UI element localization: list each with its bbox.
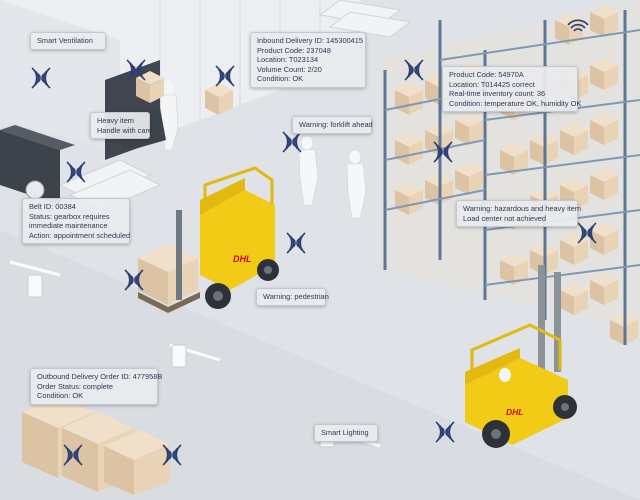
forklift-logo: DHL — [233, 254, 252, 264]
callout-text: Warning: hazardous and heavy item — [463, 204, 582, 213]
callout-text: Real-time inventory count: 36 — [449, 89, 546, 99]
forklift-center: DHL — [138, 166, 279, 313]
callout-text: Smart Lighting — [321, 428, 369, 437]
callout-text: Smart Ventilation — [37, 36, 93, 45]
callout-product: Product Code: 54970A Location: T014425 c… — [442, 66, 582, 113]
svg-text:DHL: DHL — [506, 407, 523, 417]
callout-text: Heavy item — [97, 116, 134, 125]
callout-text: Warning: pedestrian — [263, 292, 329, 301]
callout-text: Condition: OK — [257, 74, 304, 84]
callout-forklift-ahead: Warning: forklift ahead — [292, 116, 373, 134]
callout-text: Inbound Delivery ID: 145300415 — [257, 36, 364, 45]
callout-text: Condition: temperature OK, humidity OK — [449, 98, 582, 108]
callout-text: Product Code: 237048 — [257, 45, 331, 55]
callout-heavy-item: Heavy item Handle with care — [90, 112, 153, 140]
callout-belt-maintenance: Belt ID: 00384 Status: gearbox requires … — [22, 198, 131, 245]
callout-text: Location: T023134 — [257, 55, 319, 65]
callout-text: Status: gearbox requires — [29, 211, 110, 221]
callout-hazardous-item: Warning: hazardous and heavy item Load c… — [456, 200, 582, 228]
callout-outbound-delivery: Outbound Delivery Order ID: 477958B Orde… — [30, 368, 163, 405]
callout-pedestrian: Warning: pedestrian — [256, 288, 329, 306]
callout-text: immediate maintenance — [29, 221, 108, 231]
callout-text: Product Code: 54970A — [449, 70, 524, 79]
callout-smart-ventilation: Smart Ventilation — [30, 32, 106, 50]
callout-text: Order Status: complete — [37, 381, 113, 391]
pedestrians — [298, 135, 367, 219]
callout-inbound-delivery: Inbound Delivery ID: 145300415 Product C… — [250, 32, 366, 88]
callout-text: Location: T014425 correct — [449, 79, 535, 89]
callout-text: Volume Count: 2/20 — [257, 64, 322, 74]
callout-text: Load center not achieved — [463, 213, 547, 223]
forklift-bottom-right: DHL — [465, 265, 577, 448]
callout-text: Warning: forklift ahead — [299, 120, 373, 129]
callout-text: Condition: OK — [37, 391, 84, 401]
callout-smart-lighting: Smart Lighting — [314, 424, 378, 442]
callout-text: Outbound Delivery Order ID: 477958B — [37, 372, 163, 381]
outbound-boxes — [22, 396, 170, 495]
callout-text: Belt ID: 00384 — [29, 202, 76, 211]
callout-text: Handle with care — [97, 125, 153, 135]
callout-text: Action: appointment scheduled — [29, 230, 131, 240]
